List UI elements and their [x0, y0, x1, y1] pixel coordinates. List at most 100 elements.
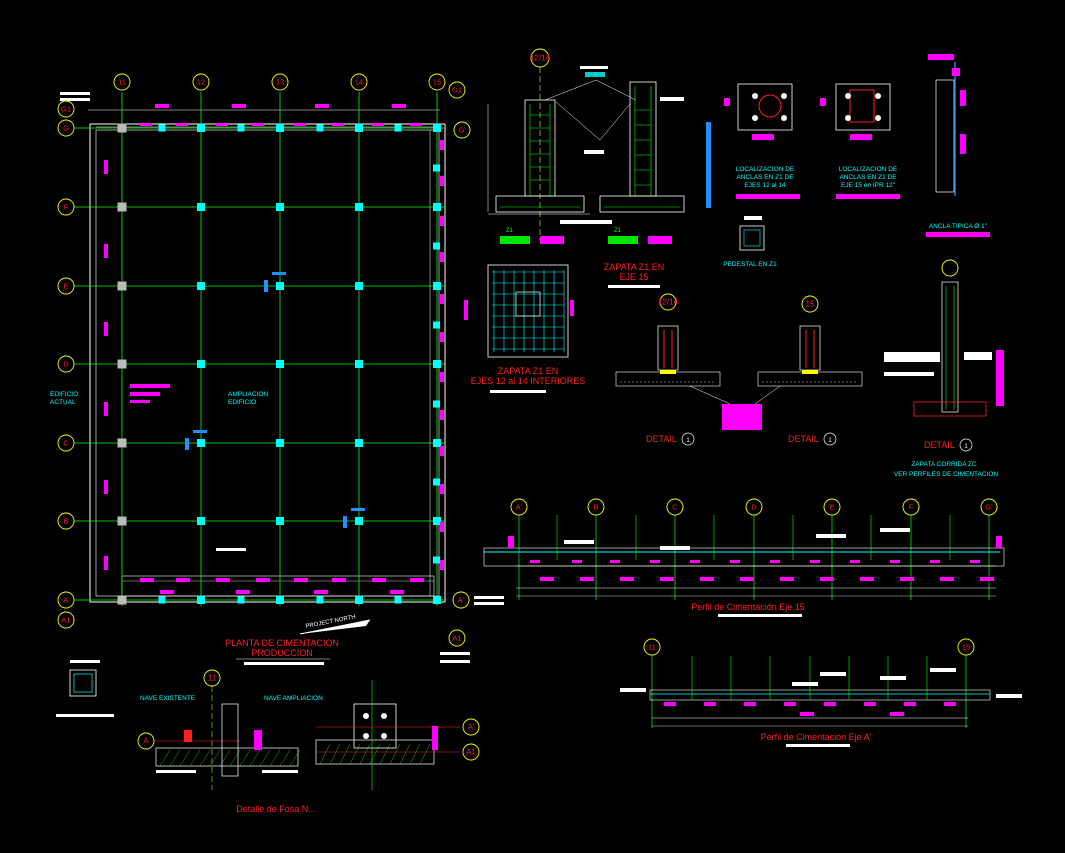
vertical-grid-lines	[121, 92, 438, 606]
p15-dim-mark	[700, 577, 714, 581]
dimension-mark-bottom	[390, 590, 404, 594]
hatch-line	[189, 749, 201, 767]
plan-outer-wall	[89, 123, 446, 603]
row-bubble-B-circle	[57, 512, 75, 530]
column-15-D	[433, 360, 441, 368]
column-12-A	[197, 596, 205, 604]
d2-axis: 15	[806, 300, 815, 309]
pA-bubble-0-label: 11	[648, 643, 656, 652]
column-12-C	[197, 439, 205, 447]
zi-title-2: EJES 12 al 14 INTERIORES	[471, 376, 586, 386]
column-15-C	[433, 439, 441, 447]
hatch-line	[329, 743, 341, 765]
column-intermediate-bottom	[316, 596, 324, 604]
p15-top-mark	[650, 560, 660, 563]
dimension-mark-right	[440, 446, 444, 456]
pA-note	[620, 688, 646, 692]
column-15-G	[433, 124, 441, 132]
p15-top-mark	[970, 560, 980, 563]
column-11-B	[117, 516, 127, 526]
pA-dim-mark	[664, 702, 676, 706]
column-14-D	[355, 360, 363, 368]
hatch-line	[179, 749, 191, 767]
hatch-line	[379, 743, 391, 765]
row-bubble-F-label: F	[64, 203, 69, 212]
pA-dim-mark	[824, 702, 836, 706]
dimension-mark-top-beam	[176, 123, 188, 126]
loc2-line2: ANCLAS EN Z1 DE	[839, 174, 897, 181]
p15-bubble-1-label: B	[593, 503, 598, 512]
loc1-line1: LOCALIZACION DE	[736, 166, 795, 173]
dimension-mark-top-beam	[332, 123, 344, 126]
column-12-F	[197, 203, 205, 211]
row-bubble-A1-circle	[57, 611, 75, 629]
row-bubble-G1-label: G1	[61, 105, 71, 114]
column-11-D	[117, 359, 127, 369]
dimension-mark-left	[104, 402, 108, 416]
col-bubble-15-circle	[428, 73, 446, 91]
p15-dim-mark	[580, 577, 594, 581]
anchor-locations: LOCALIZACION DE ANCLAS EN Z1 DE EJES 12 …	[723, 54, 990, 268]
bd-title: Detalle de Fosa N...	[236, 804, 316, 814]
column-13-B	[276, 517, 284, 525]
hatch-line	[359, 743, 371, 765]
dimension-mark-left	[104, 322, 108, 336]
annotation-block	[440, 660, 470, 663]
loc1-line3: EJES 12 al 14	[744, 182, 786, 189]
column-13-D	[276, 360, 284, 368]
p15-note	[564, 540, 594, 544]
d1-word: DETAIL	[646, 434, 677, 444]
pA-dim-mark	[800, 712, 814, 716]
column-11-A	[117, 595, 127, 605]
dimension-mark-right	[440, 484, 444, 494]
column-14-E	[355, 282, 363, 290]
row-bubble-C-label: C	[63, 439, 69, 448]
bd-axis: 11	[208, 674, 217, 683]
column-12-G	[197, 124, 205, 132]
p15-top-mark	[850, 560, 860, 563]
p15-dim-mark	[900, 577, 914, 581]
col-bubble-11-circle	[113, 73, 131, 91]
pA-dim-mark	[904, 702, 916, 706]
pA-note	[820, 672, 846, 676]
hatch-line	[419, 743, 431, 765]
row-bubble-right-3-label: A1	[452, 634, 461, 643]
dimension-mark-bottom	[314, 590, 328, 594]
pA-note	[880, 676, 906, 680]
d3-word: DETAIL	[924, 440, 955, 450]
column-marker	[264, 280, 268, 292]
dimension-mark-right	[440, 332, 444, 342]
z-tag-1: Z1	[506, 228, 514, 234]
p15-bubble-2-label: C	[672, 503, 678, 512]
loc2-line3: EJE 15 en IPR 12"	[841, 182, 896, 189]
d2-word: DETAIL	[788, 434, 819, 444]
column-intermediate-right	[433, 478, 440, 486]
column-11-C	[117, 438, 127, 448]
row-bubble-G-label: G	[63, 124, 69, 133]
row-bubble-E-circle	[57, 277, 75, 295]
row-bubble-A-label: A	[63, 596, 68, 605]
hatch-line	[269, 749, 281, 767]
dimension-mark-bottom	[372, 578, 386, 582]
column-marker	[351, 508, 365, 511]
column-14-G	[355, 124, 363, 132]
p15-top-mark	[530, 560, 540, 563]
column-15-F	[433, 203, 441, 211]
p15-dim-mark	[540, 577, 554, 581]
zapata-eje15: 12/14 Z1	[487, 48, 711, 288]
p15-dim-mark	[860, 577, 874, 581]
dimension-mark-bottom	[332, 578, 346, 582]
column-intermediate-right	[433, 242, 440, 250]
hatch-line	[219, 749, 231, 767]
column-marker	[272, 272, 286, 275]
col-bubble-14-label: 14	[355, 78, 363, 87]
p15-bubble-3-label: D	[751, 503, 757, 512]
hatch-line	[249, 749, 261, 767]
p15-top-mark	[572, 560, 582, 563]
column-marker	[185, 438, 189, 450]
p15-note	[880, 528, 910, 532]
column-intermediate-top	[237, 124, 245, 132]
